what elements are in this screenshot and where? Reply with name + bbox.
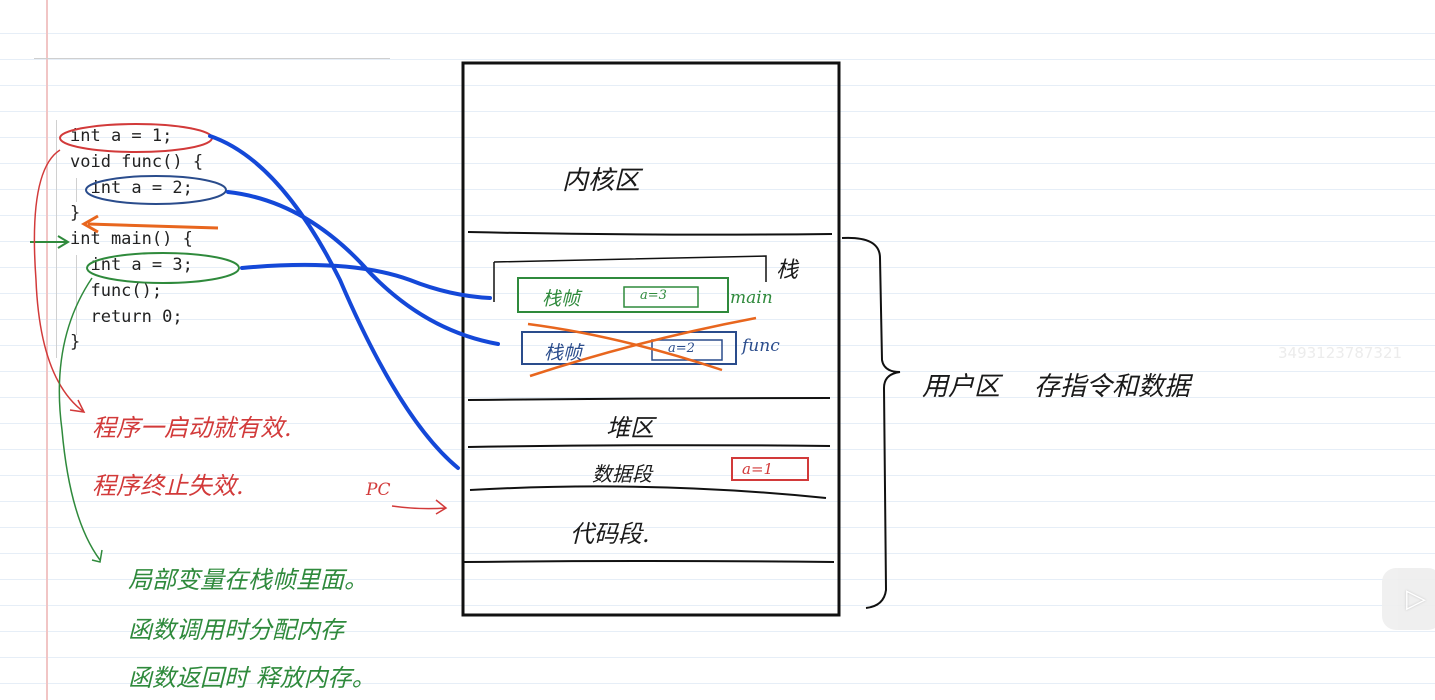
play-icon: ▷ [1406,584,1426,614]
code-gutter-line [56,120,57,358]
user-area-description: 存指令和数据 [1034,372,1191,402]
memory-layout-box [461,61,841,617]
local-note-line2: 函数调用时分配内存 [128,616,344,644]
func-stack-frame [521,331,737,365]
main-frame-label: 栈帧 [542,288,581,310]
code-line: } [70,203,81,224]
code-snippet: int a = 1;void func() { int a = 2;}int m… [70,124,203,356]
stack-bracket [493,255,767,302]
global-var-circle [59,123,213,153]
pc-label: PC [366,480,391,500]
data-var-box [731,457,809,481]
global-note-line2: 程序终止失效. [92,472,244,500]
local-lifetime-arrow [58,277,101,561]
stack-heap-divider [467,397,831,401]
global-var-mapping [208,134,460,470]
code-line: return 0; [70,306,183,327]
func-frame-var: a=2 [668,341,695,356]
entry-arrow [30,235,70,249]
code-indent-guide [76,255,77,335]
code-line: func(); [70,280,163,301]
main-frame-name: main [730,288,773,308]
code-line: int a = 1; [70,126,173,146]
local-note-line3: 函数返回时 释放内存。 [128,664,376,692]
separator-line [34,58,390,59]
heap-label: 堆区 [606,414,654,442]
func-var-mapping [226,190,500,346]
pc-arrow [391,499,448,515]
local-note-line1: 局部变量在栈帧里面。 [128,566,368,594]
func-local-var-circle [85,175,227,205]
heap-data-divider [467,444,831,448]
kernel-area-label: 内核区 [562,166,641,196]
global-note-line1: 程序一启动就有效. [92,414,292,442]
global-lifetime-arrow [33,149,85,413]
watermark: 3493123787321 [1278,344,1403,362]
code-line: void func() { [70,151,204,172]
main-frame-var: a=3 [640,288,667,303]
margin-line [46,0,48,700]
code-bottom-divider [463,560,835,563]
func-frame-name: func [742,336,780,356]
func-frame-label: 栈帧 [544,342,583,364]
main-frame-var-box [623,286,699,308]
main-stack-frame [517,277,729,313]
return-arrow [87,222,219,230]
cross-out-stroke [529,316,757,378]
user-area-bracket [841,236,901,609]
code-segment-label: 代码段. [570,520,650,548]
data-code-divider [469,485,827,499]
cross-out-stroke [527,322,723,372]
user-area-label: 用户区 [922,372,1001,402]
main-var-mapping [240,262,492,300]
code-line: } [70,332,81,353]
data-segment-label: 数据段 [592,462,652,486]
code-line: int main() { [70,229,193,250]
code-indent-guide [76,178,77,202]
code-line: int a = 3; [70,254,193,275]
stack-label: 栈 [776,258,799,283]
main-local-var-circle [86,252,240,284]
play-button[interactable]: ▷ [1382,568,1435,630]
kernel-divider [467,231,833,236]
data-segment-var: a=1 [742,460,774,478]
